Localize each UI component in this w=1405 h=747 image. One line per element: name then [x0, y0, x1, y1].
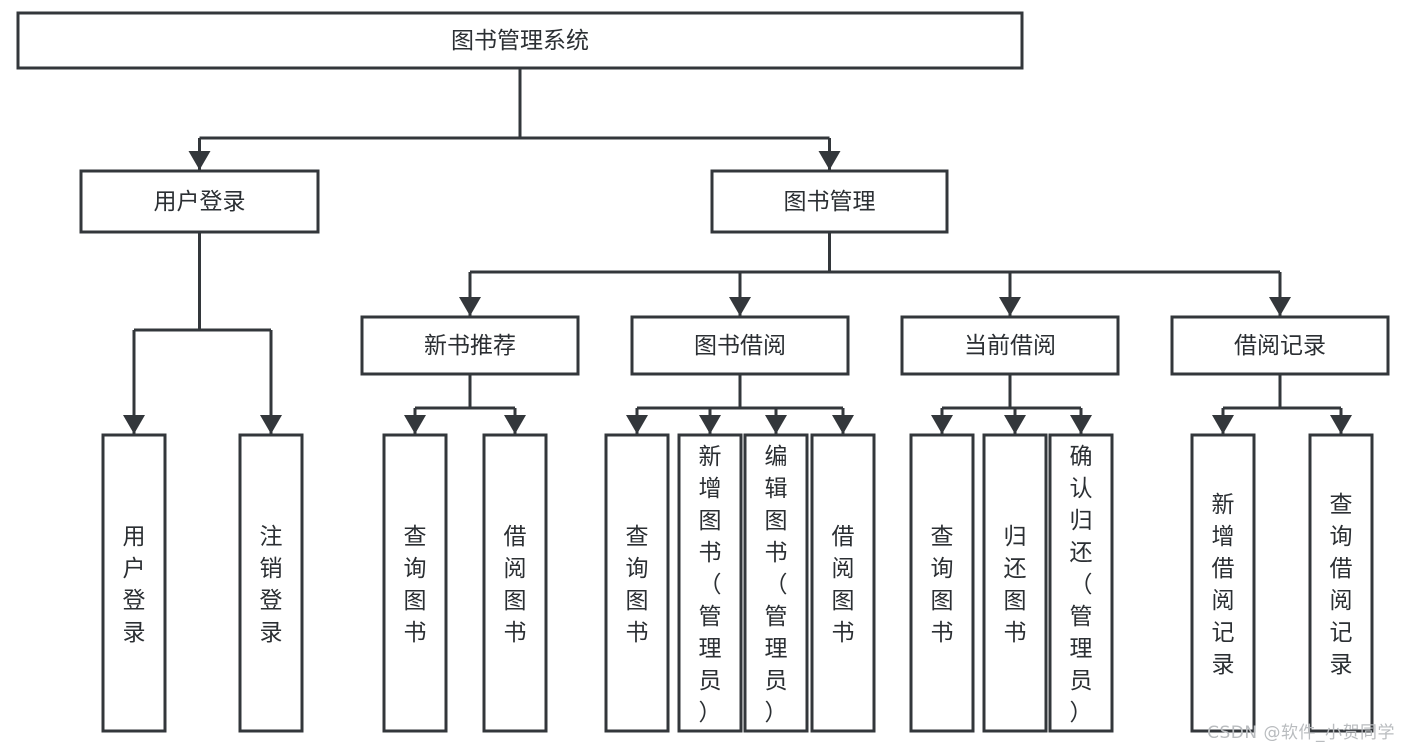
node-leaf-query-book-1-label: 查询图书	[404, 524, 427, 646]
node-root-book-management-system[interactable]: 图书管理系统	[16, 11, 1024, 70]
node-borrow-record-box	[1170, 315, 1390, 376]
csdn-watermark: CSDN @软件_小贺同学	[1207, 723, 1395, 743]
node-leaf-user-login[interactable]: 用户登录	[101, 433, 167, 733]
node-leaf-query-book-1-box	[382, 433, 448, 733]
node-leaf-query-record-box	[1308, 433, 1374, 733]
node-leaf-query-book-3-box	[909, 433, 975, 733]
node-borrow-record-label: 借阅记录	[1234, 333, 1326, 359]
node-leaf-edit-book[interactable]: 编辑图书（管理员）	[743, 433, 809, 733]
arrow-head-icon	[1330, 415, 1352, 434]
node-new-book-recommend[interactable]: 新书推荐	[360, 315, 580, 376]
node-leaf-edit-book-box	[743, 433, 809, 733]
node-leaf-query-book-3-label: 查询图书	[931, 524, 954, 646]
arrow-head-icon	[404, 415, 426, 434]
node-leaf-query-record[interactable]: 查询借阅记录	[1308, 433, 1374, 733]
arrow-head-icon	[999, 297, 1021, 316]
node-leaf-borrow-book-2-box	[810, 433, 876, 733]
node-new-book-recommend-label: 新书推荐	[424, 333, 516, 359]
node-leaf-query-book-1[interactable]: 查询图书	[382, 433, 448, 733]
node-leaf-return-book-box	[982, 433, 1048, 733]
node-new-book-recommend-box	[360, 315, 580, 376]
arrow-head-icon	[504, 415, 526, 434]
node-leaf-borrow-book-1-label: 借阅图书	[504, 524, 527, 646]
node-leaf-add-book-box	[677, 433, 743, 733]
node-leaf-query-book-3[interactable]: 查询图书	[909, 433, 975, 733]
arrow-head-icon	[260, 415, 282, 434]
node-leaf-borrow-book-1-box	[482, 433, 548, 733]
arrow-head-icon	[765, 415, 787, 434]
node-leaf-add-record-box	[1190, 433, 1256, 733]
node-leaf-confirm-return-label: 确认归还（管理员）	[1070, 444, 1093, 726]
node-book-borrow-box	[630, 315, 850, 376]
node-user-login-label: 用户登录	[154, 189, 246, 215]
node-book-manage-box	[710, 169, 949, 234]
node-user-login[interactable]: 用户登录	[79, 169, 320, 234]
node-leaf-query-book-2[interactable]: 查询图书	[604, 433, 670, 733]
node-leaf-edit-book-label: 编辑图书（管理员）	[765, 444, 788, 726]
node-leaf-add-book[interactable]: 新增图书（管理员）	[677, 433, 743, 733]
node-current-borrow-box	[900, 315, 1120, 376]
node-current-borrow-label: 当前借阅	[964, 333, 1056, 359]
node-layer: 图书管理系统用户登录图书管理新书推荐图书借阅当前借阅借阅记录用户登录注销登录查询…	[16, 11, 1390, 733]
node-root-book-management-system-label: 图书管理系统	[451, 28, 589, 54]
node-leaf-user-login-label: 用户登录	[123, 524, 146, 646]
node-current-borrow[interactable]: 当前借阅	[900, 315, 1120, 376]
arrow-head-icon	[459, 297, 481, 316]
node-book-borrow[interactable]: 图书借阅	[630, 315, 850, 376]
node-user-login-box	[79, 169, 320, 234]
arrow-head-icon	[818, 151, 841, 170]
node-borrow-record[interactable]: 借阅记录	[1170, 315, 1390, 376]
arrow-head-icon	[832, 415, 854, 434]
node-leaf-borrow-book-2-label: 借阅图书	[832, 524, 855, 646]
node-leaf-confirm-return-box	[1048, 433, 1114, 733]
node-leaf-confirm-return[interactable]: 确认归还（管理员）	[1048, 433, 1114, 733]
node-book-manage-label: 图书管理	[784, 189, 876, 215]
node-root-book-management-system-box	[16, 11, 1024, 70]
node-leaf-query-record-label: 查询借阅记录	[1330, 492, 1353, 678]
node-leaf-add-record-label: 新增借阅记录	[1212, 492, 1235, 678]
arrow-head-icon	[1070, 415, 1092, 434]
node-leaf-logout[interactable]: 注销登录	[238, 433, 304, 733]
arrow-head-icon	[1212, 415, 1234, 434]
node-leaf-query-book-2-box	[604, 433, 670, 733]
node-leaf-borrow-book-2[interactable]: 借阅图书	[810, 433, 876, 733]
arrow-head-icon	[729, 297, 751, 316]
node-leaf-logout-box	[238, 433, 304, 733]
node-book-manage[interactable]: 图书管理	[710, 169, 949, 234]
arrow-head-icon	[1269, 297, 1291, 316]
node-leaf-return-book-label: 归还图书	[1004, 524, 1027, 646]
node-leaf-add-record[interactable]: 新增借阅记录	[1190, 433, 1256, 733]
arrow-head-icon	[626, 415, 648, 434]
node-leaf-add-book-label: 新增图书（管理员）	[699, 444, 722, 726]
node-leaf-query-book-2-label: 查询图书	[626, 524, 649, 646]
arrow-head-icon	[123, 415, 145, 434]
arrow-head-icon	[188, 151, 211, 170]
node-leaf-user-login-box	[101, 433, 167, 733]
node-book-borrow-label: 图书借阅	[694, 333, 786, 359]
arrow-head-icon	[931, 415, 953, 434]
arrow-head-icon	[699, 415, 721, 434]
node-leaf-borrow-book-1[interactable]: 借阅图书	[482, 433, 548, 733]
arrow-head-icon	[1004, 415, 1026, 434]
connector-layer	[123, 68, 1352, 434]
node-leaf-logout-label: 注销登录	[260, 524, 283, 646]
node-leaf-return-book[interactable]: 归还图书	[982, 433, 1048, 733]
